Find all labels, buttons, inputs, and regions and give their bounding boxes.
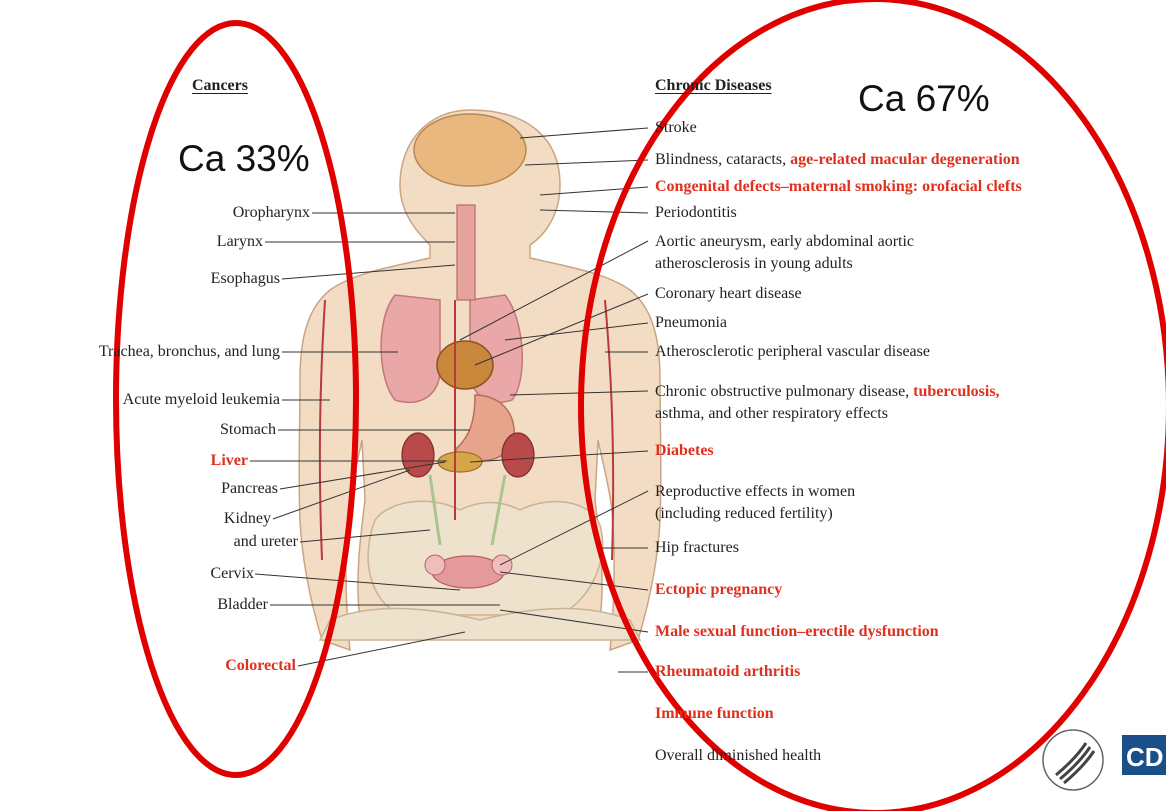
cancer-label-esophagus: Esophagus (211, 269, 280, 289)
chronic-label-reproductive: Reproductive effects in women(including … (655, 481, 1155, 525)
chronic-header: Chronic Diseases (655, 77, 772, 95)
chronic-label-erectile: Male sexual function–erectile dysfunctio… (655, 622, 939, 642)
cancer-label-oropharynx: Oropharynx (233, 203, 310, 223)
chronic-label-periodontitis: Periodontitis (655, 203, 737, 223)
chronic-label-hip-fractures: Hip fractures (655, 538, 739, 558)
chronic-label-copd: Chronic obstructive pulmonary disease, t… (655, 381, 1155, 425)
hhs-logo-icon (1043, 730, 1103, 790)
chronic-label-diabetes: Diabetes (655, 441, 714, 461)
right-kidney-shape (502, 433, 534, 477)
cancer-label-larynx: Larynx (217, 232, 263, 252)
cancer-label-colorectal: Colorectal (225, 656, 296, 676)
left-kidney-shape (402, 433, 434, 477)
cancer-label-kidney: Kidney (224, 509, 271, 529)
chronic-label-stroke: Stroke (655, 118, 697, 138)
left-percentage-callout: Ca 33% (178, 138, 310, 180)
cancer-label-ureter: and ureter (234, 532, 298, 552)
cancer-label-lung: Trachea, bronchus, and lung (99, 342, 280, 362)
right-percentage-callout: Ca 67% (858, 78, 990, 120)
chronic-label-pneumonia: Pneumonia (655, 313, 727, 333)
chronic-label-immune: Immune function (655, 704, 774, 724)
cancer-label-pancreas: Pancreas (221, 479, 278, 499)
chronic-label-overall: Overall diminished health (655, 746, 821, 766)
cancer-label-leukemia: Acute myeloid leukemia (123, 390, 280, 410)
trachea-shape (457, 205, 475, 300)
left-ovary-shape (425, 555, 445, 575)
chronic-label-atherosclerotic: Atherosclerotic peripheral vascular dise… (655, 342, 930, 362)
cancer-label-stomach: Stomach (220, 420, 276, 440)
chronic-label-blindness: Blindness, cataracts, age-related macula… (655, 150, 1020, 170)
chronic-label-congenital: Congenital defects–maternal smoking: oro… (655, 177, 1022, 197)
cancer-label-liver: Liver (211, 451, 248, 471)
brain-shape (414, 114, 526, 186)
chronic-label-rheumatoid: Rheumatoid arthritis (655, 662, 800, 682)
chronic-label-ectopic: Ectopic pregnancy (655, 580, 782, 600)
left-lung-shape (381, 295, 440, 402)
cancer-label-bladder: Bladder (217, 595, 268, 615)
chronic-label-coronary: Coronary heart disease (655, 284, 802, 304)
cancer-label-cervix: Cervix (210, 564, 254, 584)
cancers-header: Cancers (192, 77, 248, 95)
cdc-logo-text: CD (1126, 742, 1164, 773)
heart-shape (437, 341, 493, 389)
